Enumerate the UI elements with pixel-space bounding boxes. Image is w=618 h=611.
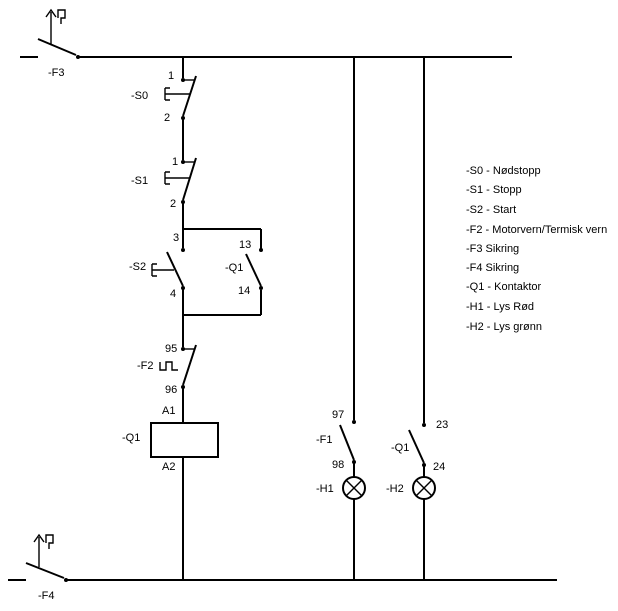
label-h2: -H2 <box>386 483 404 495</box>
legend-item: -Q1 - Kontaktor <box>466 281 542 293</box>
label-q1-lamp-t24: 24 <box>433 461 445 473</box>
contact-q1-lamp: 23 24 -Q1 <box>391 419 448 473</box>
contact-q1-aux: 13 14 -Q1 <box>225 239 263 297</box>
label-f4: -F4 <box>38 590 55 602</box>
label-s2: -S2 <box>129 261 146 273</box>
label-s2-t4: 4 <box>170 288 176 300</box>
switch-s1: 1 2 -S1 <box>131 156 197 210</box>
label-f2-t95: 95 <box>165 343 177 355</box>
fuse-f3: -F3 <box>20 8 80 79</box>
legend-item: -S2 - Start <box>466 204 516 216</box>
label-s0: -S0 <box>131 90 148 102</box>
label-f1: -F1 <box>316 434 333 446</box>
fuse-f4: -F4 <box>8 533 68 602</box>
label-f1-t98: 98 <box>332 459 344 471</box>
label-q1-aux: -Q1 <box>225 262 243 274</box>
label-f3: -F3 <box>48 67 65 79</box>
switch-s0: 1 2 -S0 <box>131 57 197 124</box>
lamp-h1: -H1 <box>316 476 366 500</box>
label-s1-t1: 1 <box>172 156 178 168</box>
coil-q1: A1 A2 -Q1 <box>122 405 219 473</box>
legend-item: -F3 Sikring <box>466 243 519 255</box>
label-q1-aux-t13: 13 <box>239 239 251 251</box>
label-q1-lamp-t23: 23 <box>436 419 448 431</box>
contact-f2: 95 96 -F2 <box>137 343 197 396</box>
contact-f1: 97 98 -F1 <box>316 409 356 471</box>
label-s1-t2: 2 <box>170 198 176 210</box>
label-coil-a2: A2 <box>162 461 175 473</box>
label-s0-t1: 1 <box>168 70 174 82</box>
label-s0-t2: 2 <box>164 112 170 124</box>
label-s1: -S1 <box>131 175 148 187</box>
legend-item: -H2 - Lys grønn <box>466 321 542 333</box>
label-h1: -H1 <box>316 483 334 495</box>
label-f2-t96: 96 <box>165 384 177 396</box>
legend-item: -F4 Sikring <box>466 262 519 274</box>
label-q1-aux-t14: 14 <box>238 285 250 297</box>
switch-s2: 3 4 -S2 <box>129 232 185 300</box>
legend-item: -F2 - Motorvern/Termisk vern <box>466 224 607 236</box>
legend-item: -S1 - Stopp <box>466 184 522 196</box>
legend: -S0 - Nødstopp -S1 - Stopp -S2 - Start -… <box>466 165 607 333</box>
label-s2-t3: 3 <box>173 232 179 244</box>
label-q1-lamp: -Q1 <box>391 442 409 454</box>
legend-item: -S0 - Nødstopp <box>466 165 541 177</box>
label-f2: -F2 <box>137 360 154 372</box>
label-coil-a1: A1 <box>162 405 175 417</box>
label-coil: -Q1 <box>122 432 140 444</box>
lamp-h2: -H2 <box>386 476 436 500</box>
legend-item: -H1 - Lys Rød <box>466 301 534 313</box>
label-f1-t97: 97 <box>332 409 344 421</box>
